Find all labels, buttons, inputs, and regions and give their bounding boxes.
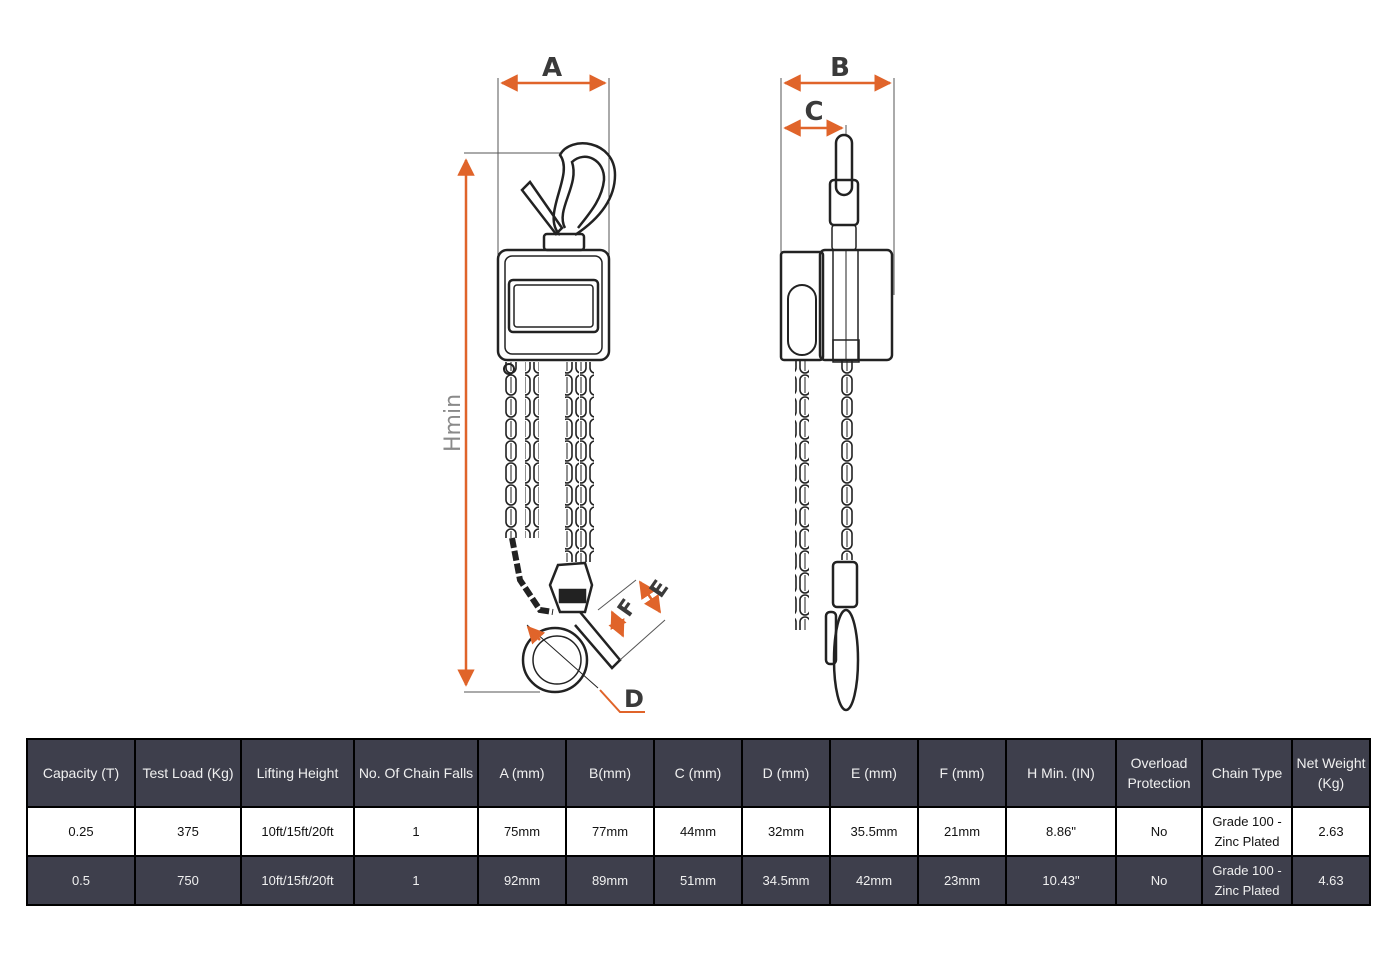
cell-c: 44mm — [653, 806, 743, 857]
header-f: F (mm) — [917, 738, 1007, 808]
cell-h-min: 8.86" — [1005, 806, 1117, 857]
table-row: 0.25 375 10ft/15ft/20ft 1 75mm 77mm 44mm… — [26, 806, 1371, 857]
cell-lifting-height: 10ft/15ft/20ft — [240, 855, 355, 906]
header-e: E (mm) — [829, 738, 919, 808]
header-b: B(mm) — [565, 738, 655, 808]
dimension-f: F — [608, 595, 642, 638]
header-a: A (mm) — [477, 738, 567, 808]
cell-overload-protection: No — [1115, 855, 1203, 906]
dimension-a: A — [497, 53, 610, 258]
cell-b: 89mm — [565, 855, 655, 906]
cell-capacity: 0.5 — [26, 855, 136, 906]
cell-chain-falls: 1 — [353, 806, 479, 857]
header-c: C (mm) — [653, 738, 743, 808]
cell-capacity: 0.25 — [26, 806, 136, 857]
cell-lifting-height: 10ft/15ft/20ft — [240, 806, 355, 857]
cell-overload-protection: No — [1115, 806, 1203, 857]
cell-e: 35.5mm — [829, 806, 919, 857]
cell-e: 42mm — [829, 855, 919, 906]
label-a: A — [542, 53, 562, 83]
label-b: B — [830, 53, 850, 83]
header-lifting-height: Lifting Height — [240, 738, 355, 808]
cell-c: 51mm — [653, 855, 743, 906]
bottom-hook — [521, 561, 622, 694]
label-e: E — [645, 576, 674, 603]
label-hmin: Hmin — [441, 394, 466, 452]
side-top-hook — [828, 133, 860, 251]
header-overload-protection: Overload Protection — [1115, 738, 1203, 808]
header-capacity: Capacity (T) — [26, 738, 136, 808]
cell-test-load: 375 — [134, 806, 242, 857]
dimension-b: B — [780, 53, 895, 295]
side-bottom-hook — [824, 560, 860, 712]
cell-b: 77mm — [565, 806, 655, 857]
dimension-d: D — [526, 624, 645, 713]
dimension-hmin: Hmin — [441, 152, 560, 693]
label-c: C — [804, 97, 823, 127]
cell-a: 92mm — [477, 855, 567, 906]
cell-net-weight: 2.63 — [1291, 806, 1371, 857]
specification-table: Capacity (T) Test Load (Kg) Lifting Heig… — [26, 738, 1371, 906]
hoist-body-front — [496, 248, 611, 362]
cell-h-min: 10.43" — [1005, 855, 1117, 906]
header-chain-type: Chain Type — [1201, 738, 1293, 808]
cell-a: 75mm — [477, 806, 567, 857]
cell-chain-type: Grade 100 - Zinc Plated — [1201, 855, 1293, 906]
dimension-c: C — [783, 97, 847, 137]
header-chain-falls: No. Of Chain Falls — [353, 738, 479, 808]
top-hook — [520, 142, 617, 252]
hand-chain-loop — [503, 362, 554, 615]
table-header-row: Capacity (T) Test Load (Kg) Lifting Heig… — [26, 738, 1371, 808]
hoist-body-side — [779, 248, 894, 363]
cell-chain-type: Grade 100 - Zinc Plated — [1201, 806, 1293, 857]
cell-f: 23mm — [917, 855, 1007, 906]
cell-test-load: 750 — [134, 855, 242, 906]
cell-d: 34.5mm — [741, 855, 831, 906]
front-view: A Hmin — [441, 53, 674, 713]
header-net-weight: Net Weight (Kg) — [1291, 738, 1371, 808]
cell-net-weight: 4.63 — [1291, 855, 1371, 906]
label-d: D — [624, 685, 644, 713]
cell-chain-falls: 1 — [353, 855, 479, 906]
label-f: F — [613, 595, 642, 622]
header-test-load: Test Load (Kg) — [134, 738, 242, 808]
header-d: D (mm) — [741, 738, 831, 808]
cell-d: 32mm — [741, 806, 831, 857]
header-h-min: H Min. (IN) — [1005, 738, 1117, 808]
load-chain — [565, 362, 594, 562]
table-row: 0.5 750 10ft/15ft/20ft 1 92mm 89mm 51mm … — [26, 855, 1371, 906]
side-view: B C — [779, 53, 895, 712]
chain-hoist-dimension-diagram: A Hmin — [441, 53, 895, 713]
cell-f: 21mm — [917, 806, 1007, 857]
side-chains — [795, 360, 853, 630]
